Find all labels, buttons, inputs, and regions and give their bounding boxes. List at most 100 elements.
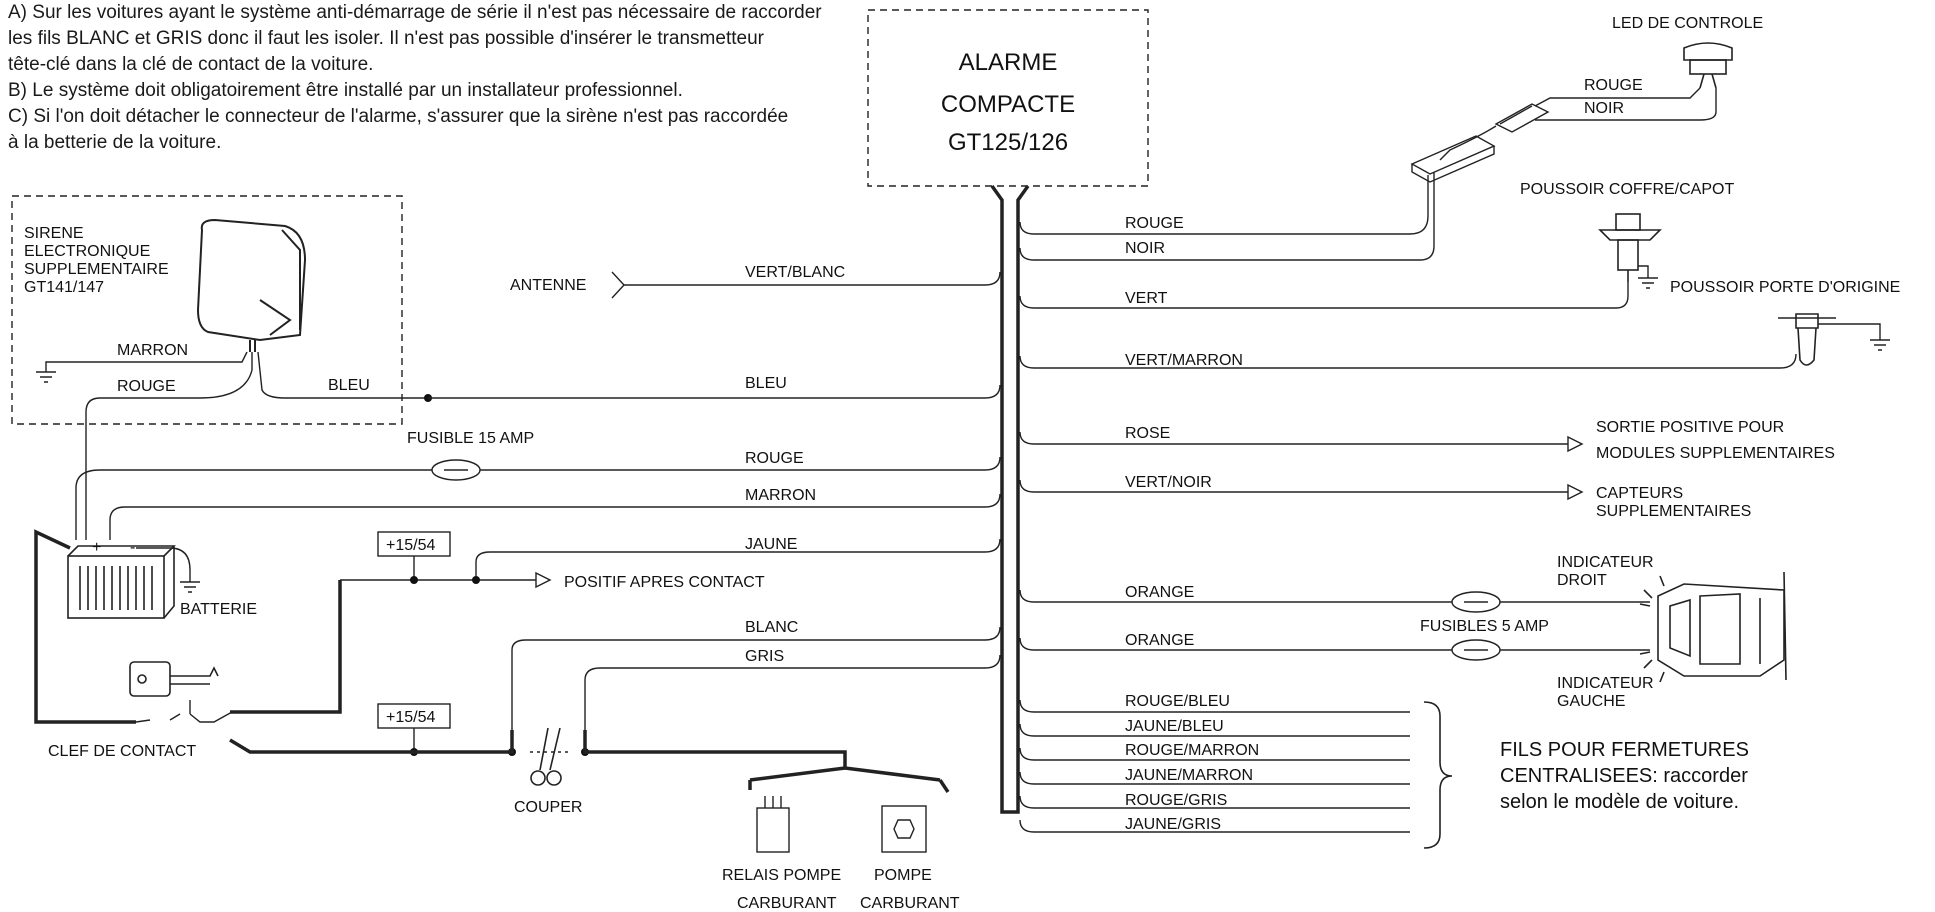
wire-rouge-bleu	[1019, 699, 1410, 713]
wire-jaune	[475, 538, 1001, 580]
main-harness	[990, 184, 1030, 814]
key-switch	[135, 700, 233, 723]
fils-label-1: FILS POUR FERMETURES	[1500, 739, 1749, 761]
wire-vert-noir	[1019, 479, 1568, 493]
wire-label: MARRON	[745, 487, 816, 504]
wire-label: ROUGE	[117, 378, 176, 395]
wire-led-rouge	[1534, 87, 1701, 107]
wire-label: NOIR	[1125, 240, 1165, 257]
ground-symbol	[1870, 339, 1890, 351]
wire-orange-2	[1019, 637, 1452, 651]
battery-icon	[67, 545, 176, 619]
junction-dot	[472, 576, 480, 584]
ground-symbol	[36, 371, 56, 383]
wire-siren-rouge	[85, 352, 253, 540]
wire-label: JAUNE/GRIS	[1125, 816, 1221, 833]
clef-label: CLEF DE CONTACT	[48, 743, 196, 760]
note-line: les fils BLANC et GRIS donc il faut les …	[8, 28, 764, 49]
siren-box	[11, 195, 403, 425]
junction-dot	[410, 576, 418, 584]
led-icon	[1683, 42, 1733, 89]
alarm-connector	[1410, 135, 1496, 183]
pump-icon	[881, 805, 927, 853]
wire-vert	[1019, 282, 1629, 309]
trunk-switch-icon	[1598, 213, 1662, 282]
wire-thick-ignition	[229, 730, 514, 754]
poussoir-porte-label: POUSSOIR PORTE D'ORIGINE	[1670, 279, 1900, 296]
wire-orange-1	[1019, 589, 1452, 603]
wire-label: JAUNE/BLEU	[1125, 718, 1224, 735]
wire-marron	[109, 493, 1001, 540]
wire-label: ROUGE	[745, 450, 804, 467]
sortie-label-2: MODULES SUPPLEMENTAIRES	[1596, 445, 1835, 462]
led-cable	[1439, 125, 1497, 161]
ground-symbol	[180, 581, 200, 593]
alarm-title: ALARME	[959, 49, 1058, 76]
wire-label: GRIS	[745, 648, 784, 665]
led-label: LED DE CONTROLE	[1612, 15, 1763, 32]
wire-gris	[584, 654, 1001, 752]
wire-label: VERT	[1125, 290, 1168, 307]
siren-label-3: SUPPLEMENTAIRE	[24, 261, 169, 278]
fuse-label: FUSIBLE 15 AMP	[407, 430, 534, 447]
trunk-switch-ground-wire	[1638, 265, 1649, 278]
positif-label: POSITIF APRES CONTACT	[564, 574, 765, 591]
wire-siren-marron	[45, 351, 248, 372]
led-connector	[1494, 103, 1550, 133]
wire-label: BLEU	[328, 377, 370, 394]
plus-15-54-label: +15/54	[386, 709, 435, 726]
wire-siren-bleu	[257, 351, 428, 399]
note-line: tête-clé dans la clé de contact de la vo…	[8, 54, 374, 75]
battery-minus: -	[130, 539, 135, 556]
wire-rose	[1019, 431, 1568, 445]
antenna-symbol	[611, 271, 625, 299]
siren-label-2: ELECTRONIQUE	[24, 243, 150, 260]
note-line: C) Si l'on doit détacher le connecteur d…	[8, 106, 789, 127]
indicateur-droit-label-2: DROIT	[1557, 572, 1607, 589]
note-line: à la betterie de la voiture.	[8, 132, 222, 153]
wire-jaune-gris	[1019, 819, 1410, 833]
fils-label-2: CENTRALISEES: raccorder	[1500, 765, 1748, 787]
couper-label: COUPER	[514, 799, 582, 816]
wire-label: VERT/NOIR	[1125, 474, 1212, 491]
pump-label-2: CARBURANT	[860, 895, 960, 912]
relay-label-1: RELAIS POMPE	[722, 867, 841, 884]
indicateur-gauche-label-2: GAUCHE	[1557, 693, 1625, 710]
poussoir-coffre-label: POUSSOIR COFFRE/CAPOT	[1520, 181, 1734, 198]
ground-symbol	[1638, 277, 1658, 289]
capteurs-label-2: SUPPLEMENTAIRES	[1596, 503, 1751, 520]
plus-15-54-label: +15/54	[386, 537, 435, 554]
relay-icon	[756, 796, 790, 853]
indicator-lamps-icon	[1639, 571, 1787, 683]
arrow-positif	[535, 571, 552, 589]
wire-label: ROUGE	[1125, 215, 1184, 232]
fusibles-label: FUSIBLES 5 AMP	[1420, 618, 1549, 635]
note-line: B) Le système doit obligatoirement être …	[8, 80, 683, 101]
door-switch-icon	[1778, 313, 1836, 366]
wire-rouge-marron	[1019, 747, 1410, 761]
arrow-vert-noir	[1567, 483, 1584, 501]
siren-label-1: SIRENE	[24, 225, 84, 242]
wire-label: BLANC	[745, 619, 798, 636]
wire-label: VERT/MARRON	[1125, 352, 1243, 369]
antenna-label: ANTENNE	[510, 277, 586, 294]
wire-label: JAUNE	[745, 536, 797, 553]
relay-label-2: CARBURANT	[737, 895, 837, 912]
note-line: A) Sur les voitures ayant le système ant…	[8, 2, 822, 23]
arrow-rose	[1567, 435, 1584, 453]
wire-vert-marron	[1019, 353, 1797, 369]
battery-label: BATTERIE	[180, 601, 257, 618]
wire-label: BLEU	[745, 375, 787, 392]
wire-noir-right	[1019, 182, 1435, 261]
wire-label: VERT/BLANC	[745, 264, 845, 281]
indicateur-gauche-label-1: INDICATEUR	[1557, 675, 1654, 692]
siren-label-4: GT141/147	[24, 279, 104, 296]
wire-label: JAUNE/MARRON	[1125, 767, 1253, 784]
capteurs-label-1: CAPTEURS	[1596, 485, 1683, 502]
scissors-icon	[530, 727, 570, 786]
pump-label-1: POMPE	[874, 867, 932, 884]
sortie-label-1: SORTIE POSITIVE POUR	[1596, 419, 1784, 436]
wire-label: ROUGE/MARRON	[1125, 742, 1259, 759]
indicateur-droit-label-1: INDICATEUR	[1557, 554, 1654, 571]
